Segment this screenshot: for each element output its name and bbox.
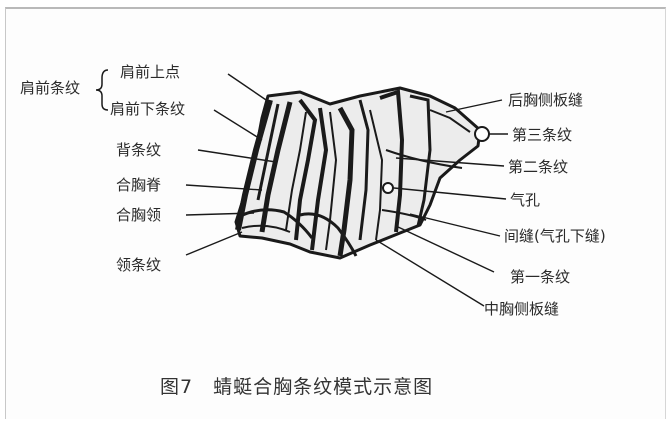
label-dorsal-stripe: 背条纹 [116, 141, 162, 159]
left-stripes [235, 98, 329, 251]
label-shoulder-upper-point: 肩前上点 [120, 63, 181, 81]
label-first-stripe: 第一条纹 [510, 268, 571, 286]
figure-caption: 图7 蜻蜓合胸条纹模式示意图 [160, 376, 434, 398]
label-second-stripe: 第二条纹 [508, 158, 569, 176]
label-shoulder-lower-stripe: 肩前下条纹 [110, 100, 186, 118]
label-third-stripe: 第三条纹 [512, 126, 573, 144]
label-spiracle: 气孔 [510, 191, 541, 209]
label-collar-stripe: 领条纹 [116, 256, 162, 274]
label-interpleural-suture: 间缝(气孔下缝) [504, 227, 606, 245]
shoulder-brace [95, 69, 109, 111]
label-metapleural-suture: 后胸侧板缝 [508, 91, 584, 109]
middle-stripes [299, 99, 370, 257]
label-synthorax-collar: 合胸领 [116, 206, 162, 224]
leader-lines [185, 73, 508, 307]
label-shoulder-group: 肩前条纹 [20, 79, 81, 97]
label-synthorax-ridge: 合胸脊 [116, 176, 162, 194]
label-mesopleural-suture: 中胸侧板缝 [484, 300, 560, 318]
